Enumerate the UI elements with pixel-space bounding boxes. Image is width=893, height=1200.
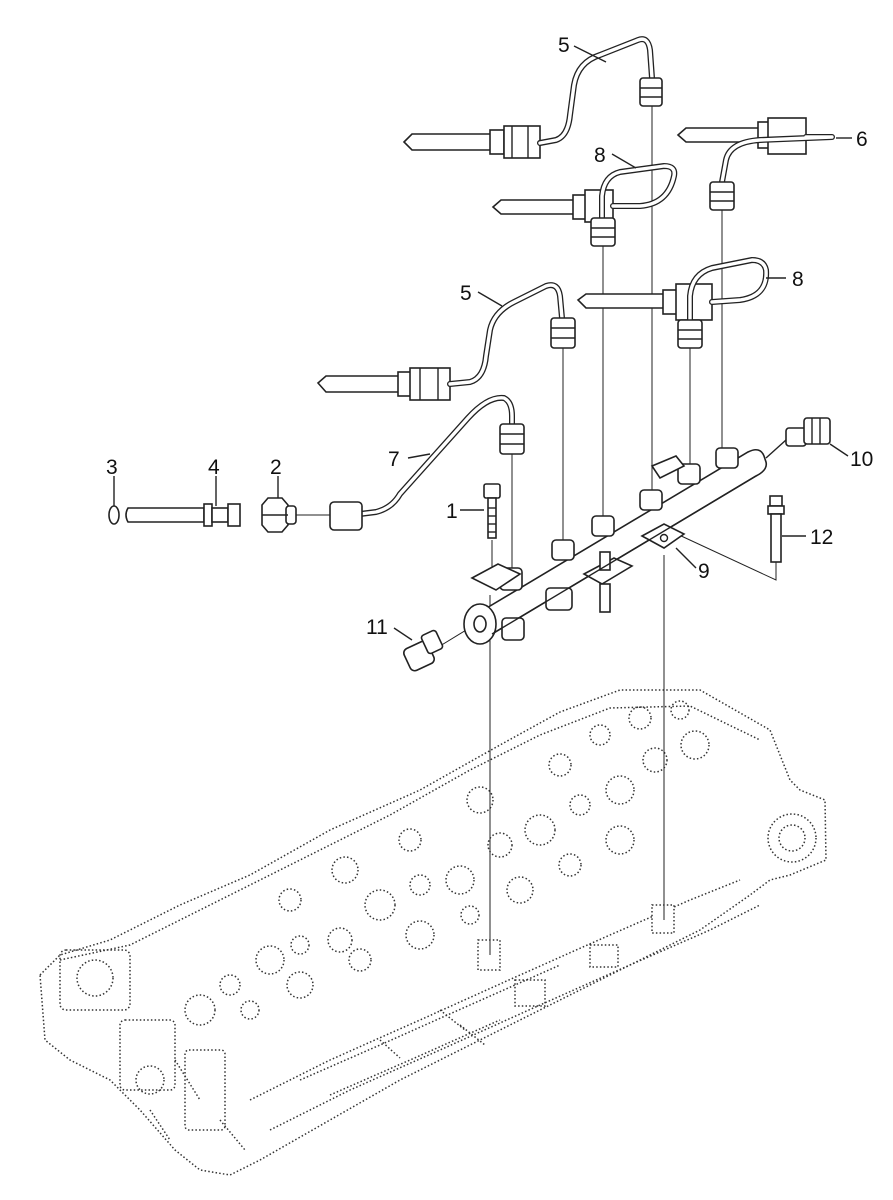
pressure-sensor (765, 417, 831, 459)
callout-4: 4 (208, 456, 220, 479)
callout-7: 7 (388, 448, 400, 471)
callout-11: 11 (366, 616, 388, 639)
callout-3: 3 (106, 456, 118, 479)
pipe-5-lower (447, 282, 576, 387)
injector-1 (402, 125, 541, 159)
callout-labels: 1 2 3 4 5 5 6 7 8 8 9 10 11 12 (106, 34, 873, 639)
callout-5-lower: 5 (460, 282, 472, 305)
callout-9: 9 (698, 560, 710, 583)
callout-8-lower: 8 (792, 268, 804, 291)
pressure-nut (261, 497, 297, 533)
pipe-6 (709, 134, 835, 211)
plug (402, 629, 444, 672)
callout-6: 6 (856, 128, 868, 151)
pipe-5-upper (537, 36, 663, 146)
callout-5-upper: 5 (558, 34, 570, 57)
pipe-8-upper (590, 163, 678, 247)
callout-leaders (113, 45, 852, 641)
callout-12: 12 (810, 526, 833, 549)
pipe-8-lower (677, 257, 770, 349)
callout-10: 10 (850, 448, 873, 471)
o-ring (108, 505, 120, 525)
callout-2: 2 (270, 456, 282, 479)
fuel-rail (463, 447, 768, 645)
cylinder-head (39, 689, 827, 1176)
callout-8-upper: 8 (594, 144, 606, 167)
stud (767, 495, 785, 563)
callout-1: 1 (446, 500, 458, 523)
connector-tube (125, 503, 241, 527)
injector-5 (316, 367, 451, 401)
bolt (483, 483, 501, 539)
pipe-7 (329, 394, 525, 531)
